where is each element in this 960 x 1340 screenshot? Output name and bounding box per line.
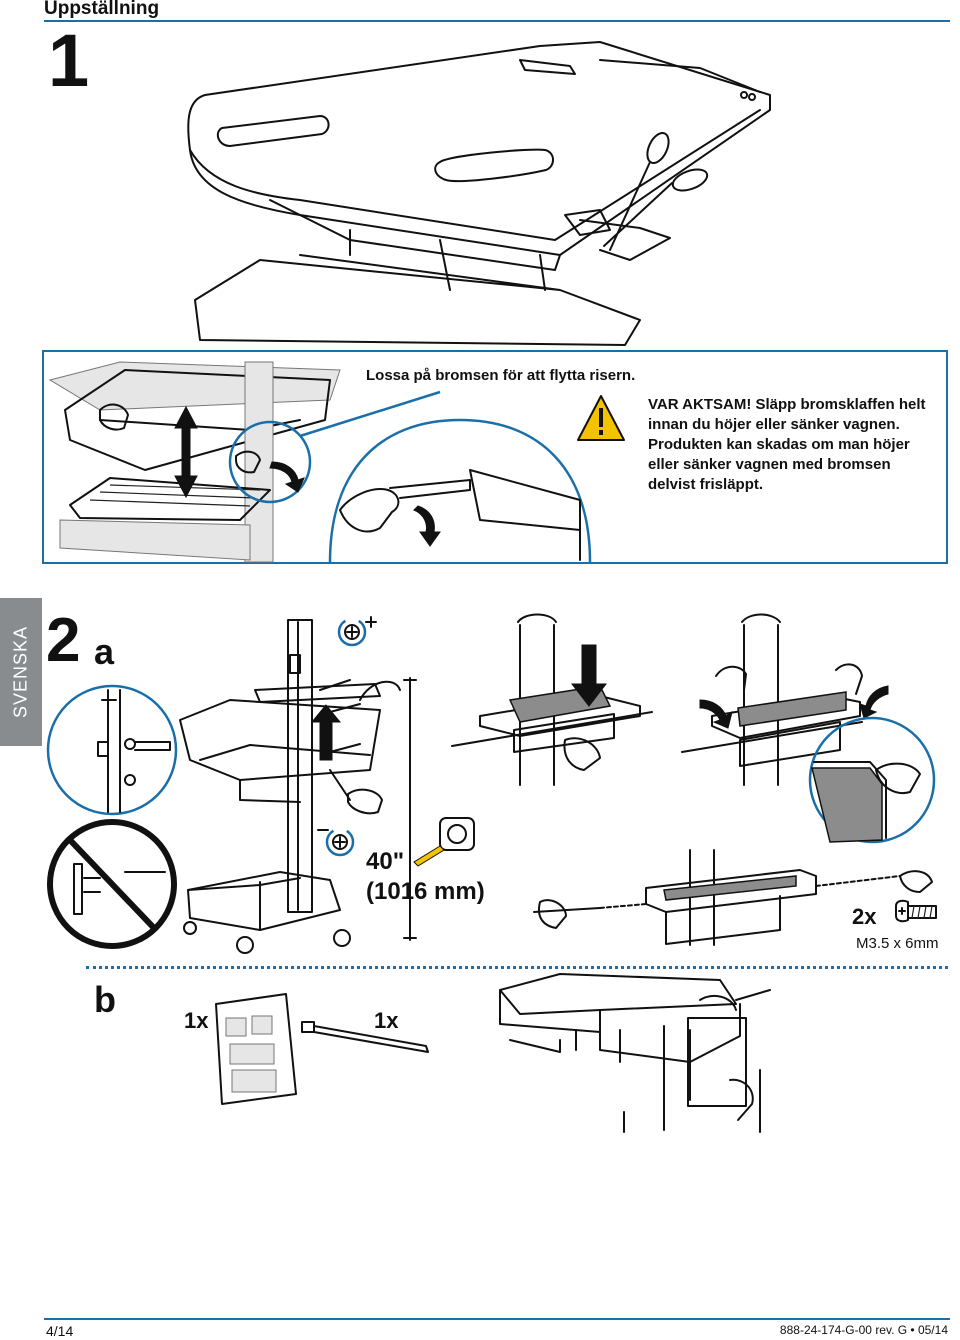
hand-icon	[99, 403, 261, 474]
prohibited-icon	[47, 819, 177, 949]
section-divider	[86, 966, 948, 969]
caution-text: VAR AKTSAM! Släpp bromsklaffen helt inna…	[648, 396, 926, 493]
cart-pole-illustration	[179, 619, 417, 954]
screw-icon	[895, 899, 937, 923]
brake-note-box	[42, 350, 948, 564]
document-code: 888-24-174-G-00 rev. G • 05/14	[779, 1323, 948, 1337]
clamp-squeeze-illustration	[681, 613, 889, 786]
screw-quantity: 2x	[852, 904, 877, 929]
header-rule	[44, 20, 950, 22]
clamp-detail-callout	[46, 684, 178, 816]
cable-tie-quantity: 1x	[374, 1008, 399, 1033]
arrow-up-down-icon	[174, 405, 198, 499]
substep-a-label: a	[94, 631, 115, 672]
cable-tie-illustration	[301, 1021, 429, 1053]
arrow-up-icon	[310, 704, 342, 761]
footer-rule	[44, 1318, 950, 1320]
screw-loosen-icon	[317, 827, 355, 857]
scissors-icon	[603, 132, 709, 251]
substep-b-label: b	[94, 979, 116, 1020]
arrow-down-icon	[570, 644, 608, 707]
language-tab: SVENSKA	[0, 598, 42, 746]
screw-spec: M3.5 x 6mm	[856, 935, 939, 952]
clamp-push-illustration	[451, 613, 653, 786]
screw-tighten-icon	[337, 616, 377, 647]
quick-guide-leaflet	[215, 993, 297, 1105]
height-inches: 40"	[366, 848, 405, 875]
tape-measure-icon	[413, 817, 475, 867]
page-number: 4/14	[46, 1323, 74, 1339]
step-1-number: 1	[48, 19, 90, 102]
work-surface-illustration	[187, 41, 771, 346]
step-2-number: 2	[46, 606, 81, 675]
brake-release-text: Lossa på bromsen för att flytta risern.	[366, 367, 636, 384]
clamp-release-callout	[808, 716, 936, 844]
height-mm: (1016 mm)	[366, 878, 485, 905]
screw-insert-illustration	[533, 849, 933, 946]
warning-icon	[577, 395, 625, 441]
brake-detail-callout	[228, 390, 592, 563]
cart-brake-illustration	[48, 361, 341, 563]
guide-quantity: 1x	[184, 1008, 209, 1033]
page-title: Uppställning	[44, 0, 160, 19]
guide-attach-illustration	[499, 973, 771, 1133]
